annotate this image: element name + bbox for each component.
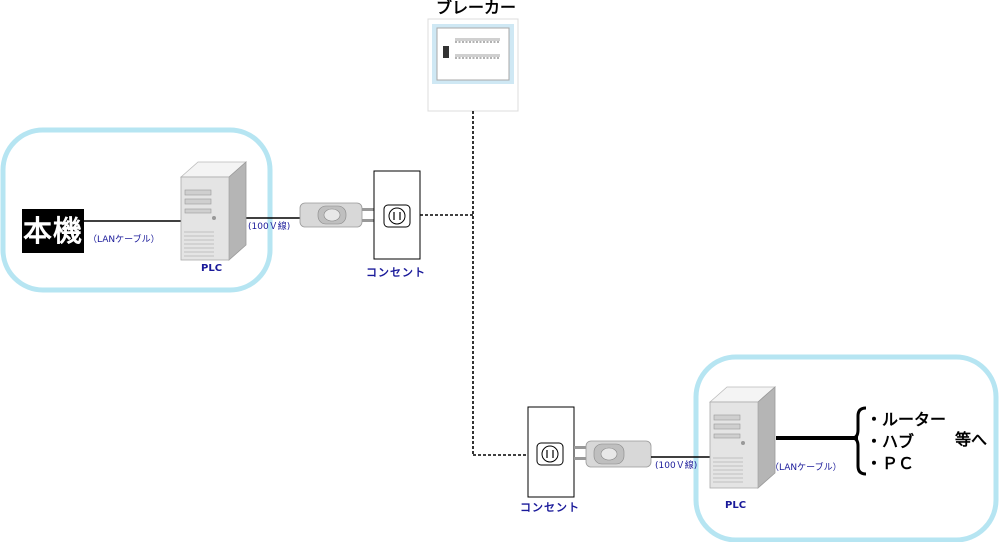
right-lan-cable-label: （LANケーブル） [770,463,842,473]
right-plc-device [708,386,777,489]
left-outlet-label: コンセント [366,266,426,279]
device-item-pc: ・ＰＣ [866,454,915,473]
right-zone [693,354,999,542]
device-list: ・ルーター ・ハブ ・ＰＣ [866,409,946,475]
breaker-panel [427,18,519,112]
power-wiring [420,111,528,456]
device-item-hub: ・ハブ [866,432,915,451]
left-outlet [373,170,421,260]
left-plc-label: PLC [201,263,223,274]
main-unit-text: 本機 [22,213,83,248]
right-plc-label: PLC [725,500,747,511]
device-brace [851,406,867,476]
right-outlet [527,406,575,498]
device-item-router: ・ルーター [866,410,947,429]
destination-suffix: 等へ [955,430,988,449]
right-power-line-label: (100Ｖ線) [655,461,698,471]
breaker-label: ブレーカー [436,0,517,17]
left-zone [0,127,273,293]
right-outlet-label: コンセント [520,501,580,514]
right-plug [574,440,652,468]
left-lan-cable-label: （LANケーブル） [88,235,160,245]
left-power-line-label: (100Ｖ線) [248,222,291,232]
left-plc-device [179,161,248,261]
left-plug [299,202,374,228]
main-unit-label: 本機 [22,209,84,253]
